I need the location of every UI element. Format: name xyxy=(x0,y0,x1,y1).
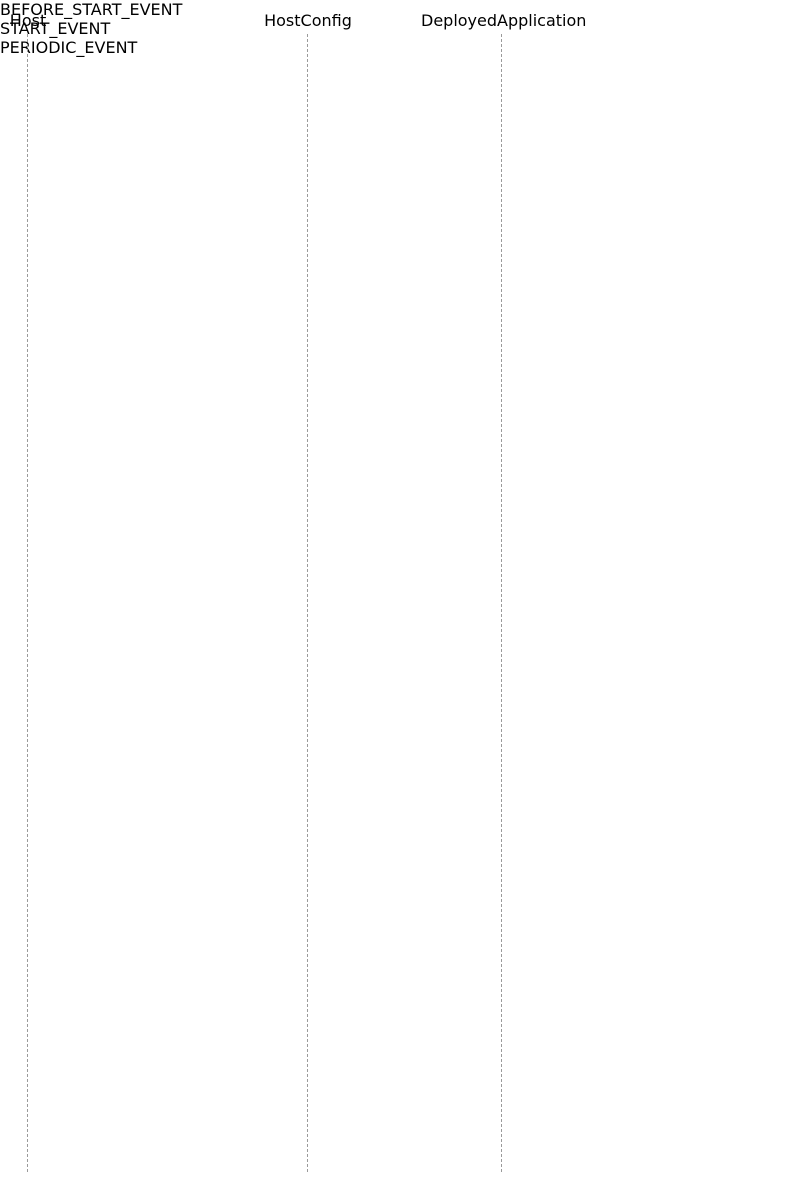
deployed-application-lifeline xyxy=(501,34,502,1172)
participant-host: Host xyxy=(9,11,47,30)
diagram-shapes xyxy=(0,57,807,1177)
participant-host-config: HostConfig xyxy=(264,11,352,30)
activation-bar xyxy=(0,1169,807,1177)
divider-periodic-event: PERIODIC_EVENT xyxy=(0,38,138,57)
participant-deployed-application: DeployedApplication xyxy=(421,11,587,30)
activation-bar xyxy=(0,57,807,1169)
divider-before-start-event: BEFORE_START_EVENT xyxy=(0,0,183,19)
divider-start-event: START_EVENT xyxy=(0,19,111,38)
host-lifeline xyxy=(27,34,28,1172)
host-config-lifeline xyxy=(307,34,308,1172)
